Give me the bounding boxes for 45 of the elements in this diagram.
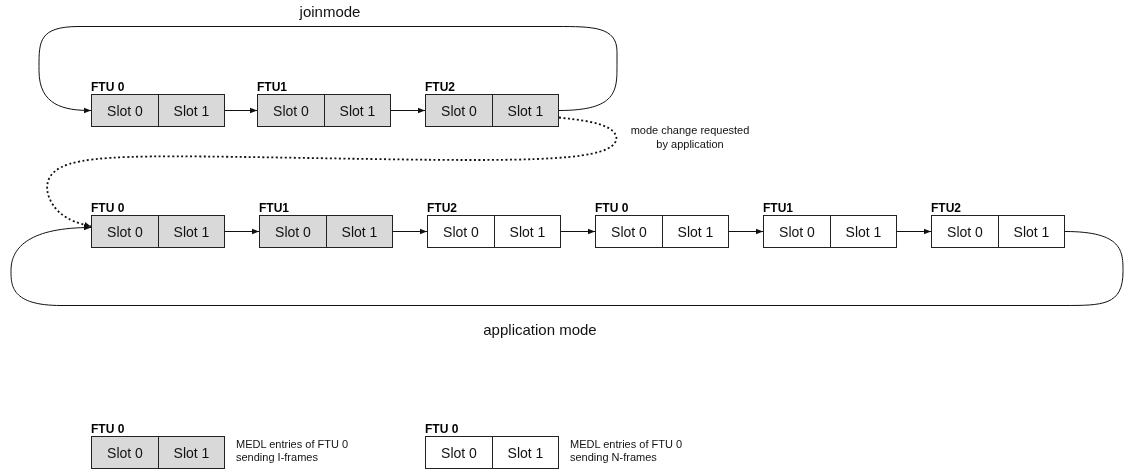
dotted-arrow	[46, 116, 618, 228]
legend-description: MEDL entries of FTU 0 sending I-frames	[236, 438, 350, 464]
slot-cell: Slot 1	[158, 437, 224, 468]
slot-cell: Slot 0	[596, 216, 662, 247]
ftu-heading: FTU2	[427, 201, 457, 215]
slot-cell: Slot 1	[492, 437, 558, 468]
slot-cell: Slot 1	[494, 216, 560, 247]
ftu-heading: FTU1	[259, 201, 289, 215]
slot-cell: Slot 1	[158, 216, 224, 247]
slot-cell: Slot 0	[426, 437, 492, 468]
slot-cell: Slot 1	[158, 95, 224, 126]
slot-cell: Slot 0	[258, 95, 324, 126]
arrow	[10, 224, 1124, 306]
slot-cell: Slot 0	[92, 95, 158, 126]
ftu-heading: FTU 0	[91, 422, 125, 436]
arrow	[224, 107, 258, 114]
slot-cell: Slot 0	[428, 216, 494, 247]
arrow	[728, 228, 764, 235]
legend-description: MEDL entries of FTU 0 sending N-frames	[570, 438, 684, 464]
ftu-heading: FTU1	[257, 80, 287, 94]
arrow	[560, 228, 596, 235]
slot-cell: Slot 0	[426, 95, 492, 126]
arrow	[224, 228, 260, 235]
ftu-heading: FTU 0	[91, 201, 125, 215]
arrow	[390, 107, 426, 114]
slot-cell: Slot 0	[92, 216, 158, 247]
arrow	[38, 26, 618, 114]
ftu-heading: FTU2	[931, 201, 961, 215]
slot-cell: Slot 0	[932, 216, 998, 247]
slot-cell: Slot 1	[492, 95, 558, 126]
ftu-heading: FTU1	[763, 201, 793, 215]
arrow	[392, 228, 428, 235]
slot-cell: Slot 1	[324, 95, 390, 126]
arrow	[896, 228, 932, 235]
slot-cell: Slot 1	[830, 216, 896, 247]
ftu-heading: FTU 0	[425, 422, 459, 436]
slot-cell: Slot 0	[92, 437, 158, 468]
slot-cell: Slot 1	[662, 216, 728, 247]
ftu-heading: FTU 0	[595, 201, 629, 215]
slot-cell: Slot 0	[764, 216, 830, 247]
slot-cell: Slot 1	[326, 216, 392, 247]
ftu-heading: FTU2	[425, 80, 455, 94]
slot-cell: Slot 1	[998, 216, 1064, 247]
ftu-heading: FTU 0	[91, 80, 125, 94]
slot-cell: Slot 0	[260, 216, 326, 247]
